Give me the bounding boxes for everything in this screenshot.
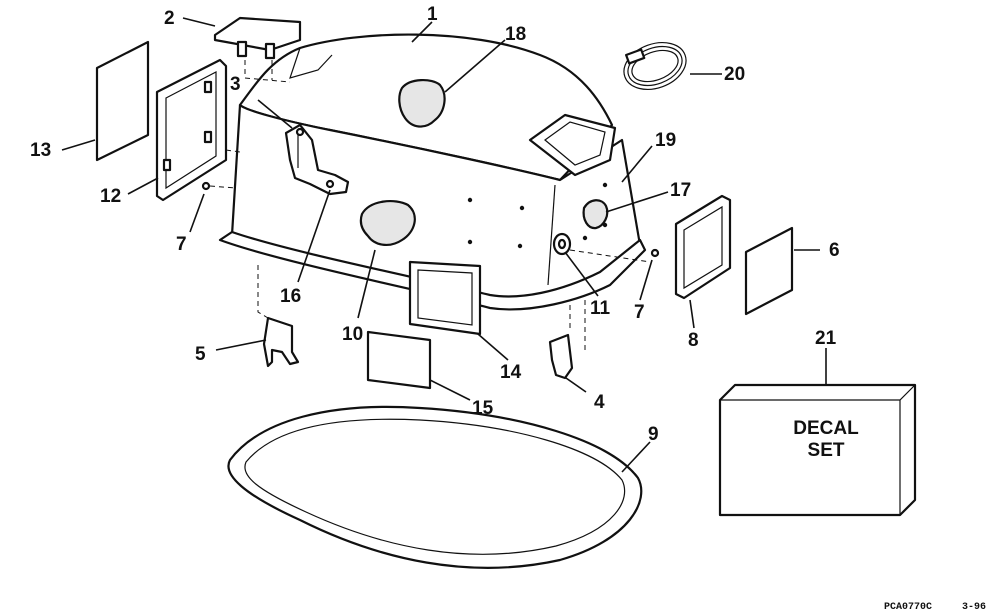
callout-13: 13 [30,140,51,161]
decal-set-box: DECAL SET [718,383,917,517]
side-panel-8 [674,194,732,300]
decal-set-line1: DECAL [793,418,859,439]
callout-20: 20 [724,64,745,85]
callout-14: 14 [500,362,522,383]
callout-5: 5 [195,344,206,365]
callout-labels: 1 2 3 4 5 6 7 7 8 9 10 11 12 13 14 15 16… [30,4,840,445]
callout-3: 3 [230,74,241,95]
grommet [552,232,651,263]
foam-pad-17 [582,199,609,230]
callout-18: 18 [505,24,526,45]
figure-code: PCA0770C [884,602,932,612]
seal-gasket [227,405,643,569]
callout-15: 15 [472,398,494,419]
screw-left [201,181,237,191]
screw-right [650,248,660,258]
callout-10: 10 [342,324,363,345]
foam-pad-18 [398,79,446,128]
callout-2: 2 [164,8,175,29]
callout-21: 21 [815,328,837,349]
callout-12: 12 [100,186,121,207]
callout-4: 4 [594,392,605,413]
decal-sheet-15 [366,330,432,390]
latch-bracket [257,99,350,196]
foam-pad-10 [359,199,416,246]
callout-19: 19 [655,130,676,151]
window-frame-14 [408,260,482,336]
callout-17: 17 [670,180,691,201]
callout-9: 9 [648,424,659,445]
figure-date: 3-96 [962,602,986,612]
side-panel-frame [155,58,241,202]
callout-7b: 7 [634,302,645,323]
bracket-4 [548,300,586,380]
bracket-5 [257,265,300,368]
leader-lines [61,17,827,473]
top-cap [213,16,302,83]
callout-11: 11 [590,298,611,319]
callout-16: 16 [280,286,301,307]
cable-coil [623,42,687,90]
callout-6: 6 [829,240,840,261]
decal-sheet-6 [744,226,794,316]
decal-set-line2: SET [808,440,845,461]
callout-8: 8 [688,330,699,351]
callout-1: 1 [427,4,438,25]
callout-7a: 7 [176,234,187,255]
decal-sheet-13 [95,40,150,162]
